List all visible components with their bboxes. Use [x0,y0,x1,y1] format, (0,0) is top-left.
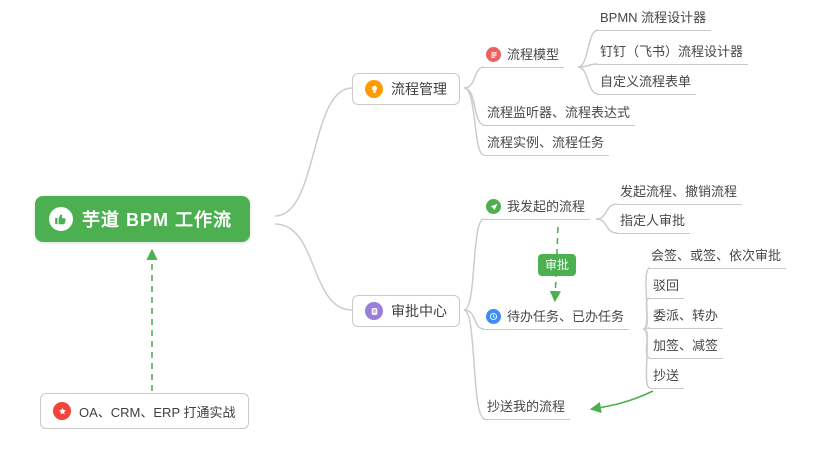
leaf-bpmn-designer[interactable]: BPMN 流程设计器 [597,10,712,31]
tree-connectors [274,29,651,420]
root-label: 芋道 BPM 工作流 [82,210,233,230]
process-model-label: 流程模型 [507,47,560,62]
leaf-assigned-approver[interactable]: 指定人审批 [617,213,691,234]
document-icon [365,302,383,320]
todo-done-tasks-label: 待办任务、已办任务 [507,309,625,324]
flow-lines-icon [486,47,501,62]
leaf-delegate-transfer[interactable]: 委派、转办 [650,308,724,329]
root-node[interactable]: 芋道 BPM 工作流 [35,196,251,242]
lightbulb-icon [365,80,383,98]
branch-process-management[interactable]: 流程管理 [352,73,460,105]
process-management-label: 流程管理 [391,81,447,97]
cc-relation-arrow [589,390,654,414]
thumbs-up-icon [49,207,73,231]
leaf-cc[interactable]: 抄送 [650,368,685,389]
leaf-custom-process-form[interactable]: 自定义流程表单 [597,74,697,95]
approval-edge-label[interactable]: 审批 [538,254,577,276]
approval-center-label: 审批中心 [391,303,447,319]
leaf-countersign-orsign-sequential[interactable]: 会签、或签、依次审批 [648,248,787,269]
node-my-initiated-process[interactable]: 我发起的流程 [483,199,591,220]
note-node[interactable]: OA、CRM、ERP 打通实战 [40,393,249,429]
leaf-initiate-cancel-process[interactable]: 发起流程、撤销流程 [617,184,743,205]
note-label: OA、CRM、ERP 打通实战 [79,404,236,420]
leaf-reject[interactable]: 驳回 [650,278,685,299]
leaf-cc-my-process[interactable]: 抄送我的流程 [484,399,571,420]
node-todo-done-tasks[interactable]: 待办任务、已办任务 [483,309,630,330]
leaf-process-listener-expression[interactable]: 流程监听器、流程表达式 [484,105,636,126]
leaf-process-instance-task[interactable]: 流程实例、流程任务 [484,135,610,156]
branch-approval-center[interactable]: 审批中心 [352,295,460,327]
clock-icon [486,309,501,324]
my-initiated-label: 我发起的流程 [507,199,586,214]
leaf-dingtalk-feishu-designer[interactable]: 钉钉（飞书）流程设计器 [597,44,749,65]
leaf-add-remove-sign[interactable]: 加签、减签 [650,338,724,359]
paper-plane-icon [486,199,501,214]
star-icon [53,402,71,420]
node-process-model[interactable]: 流程模型 [483,47,565,68]
